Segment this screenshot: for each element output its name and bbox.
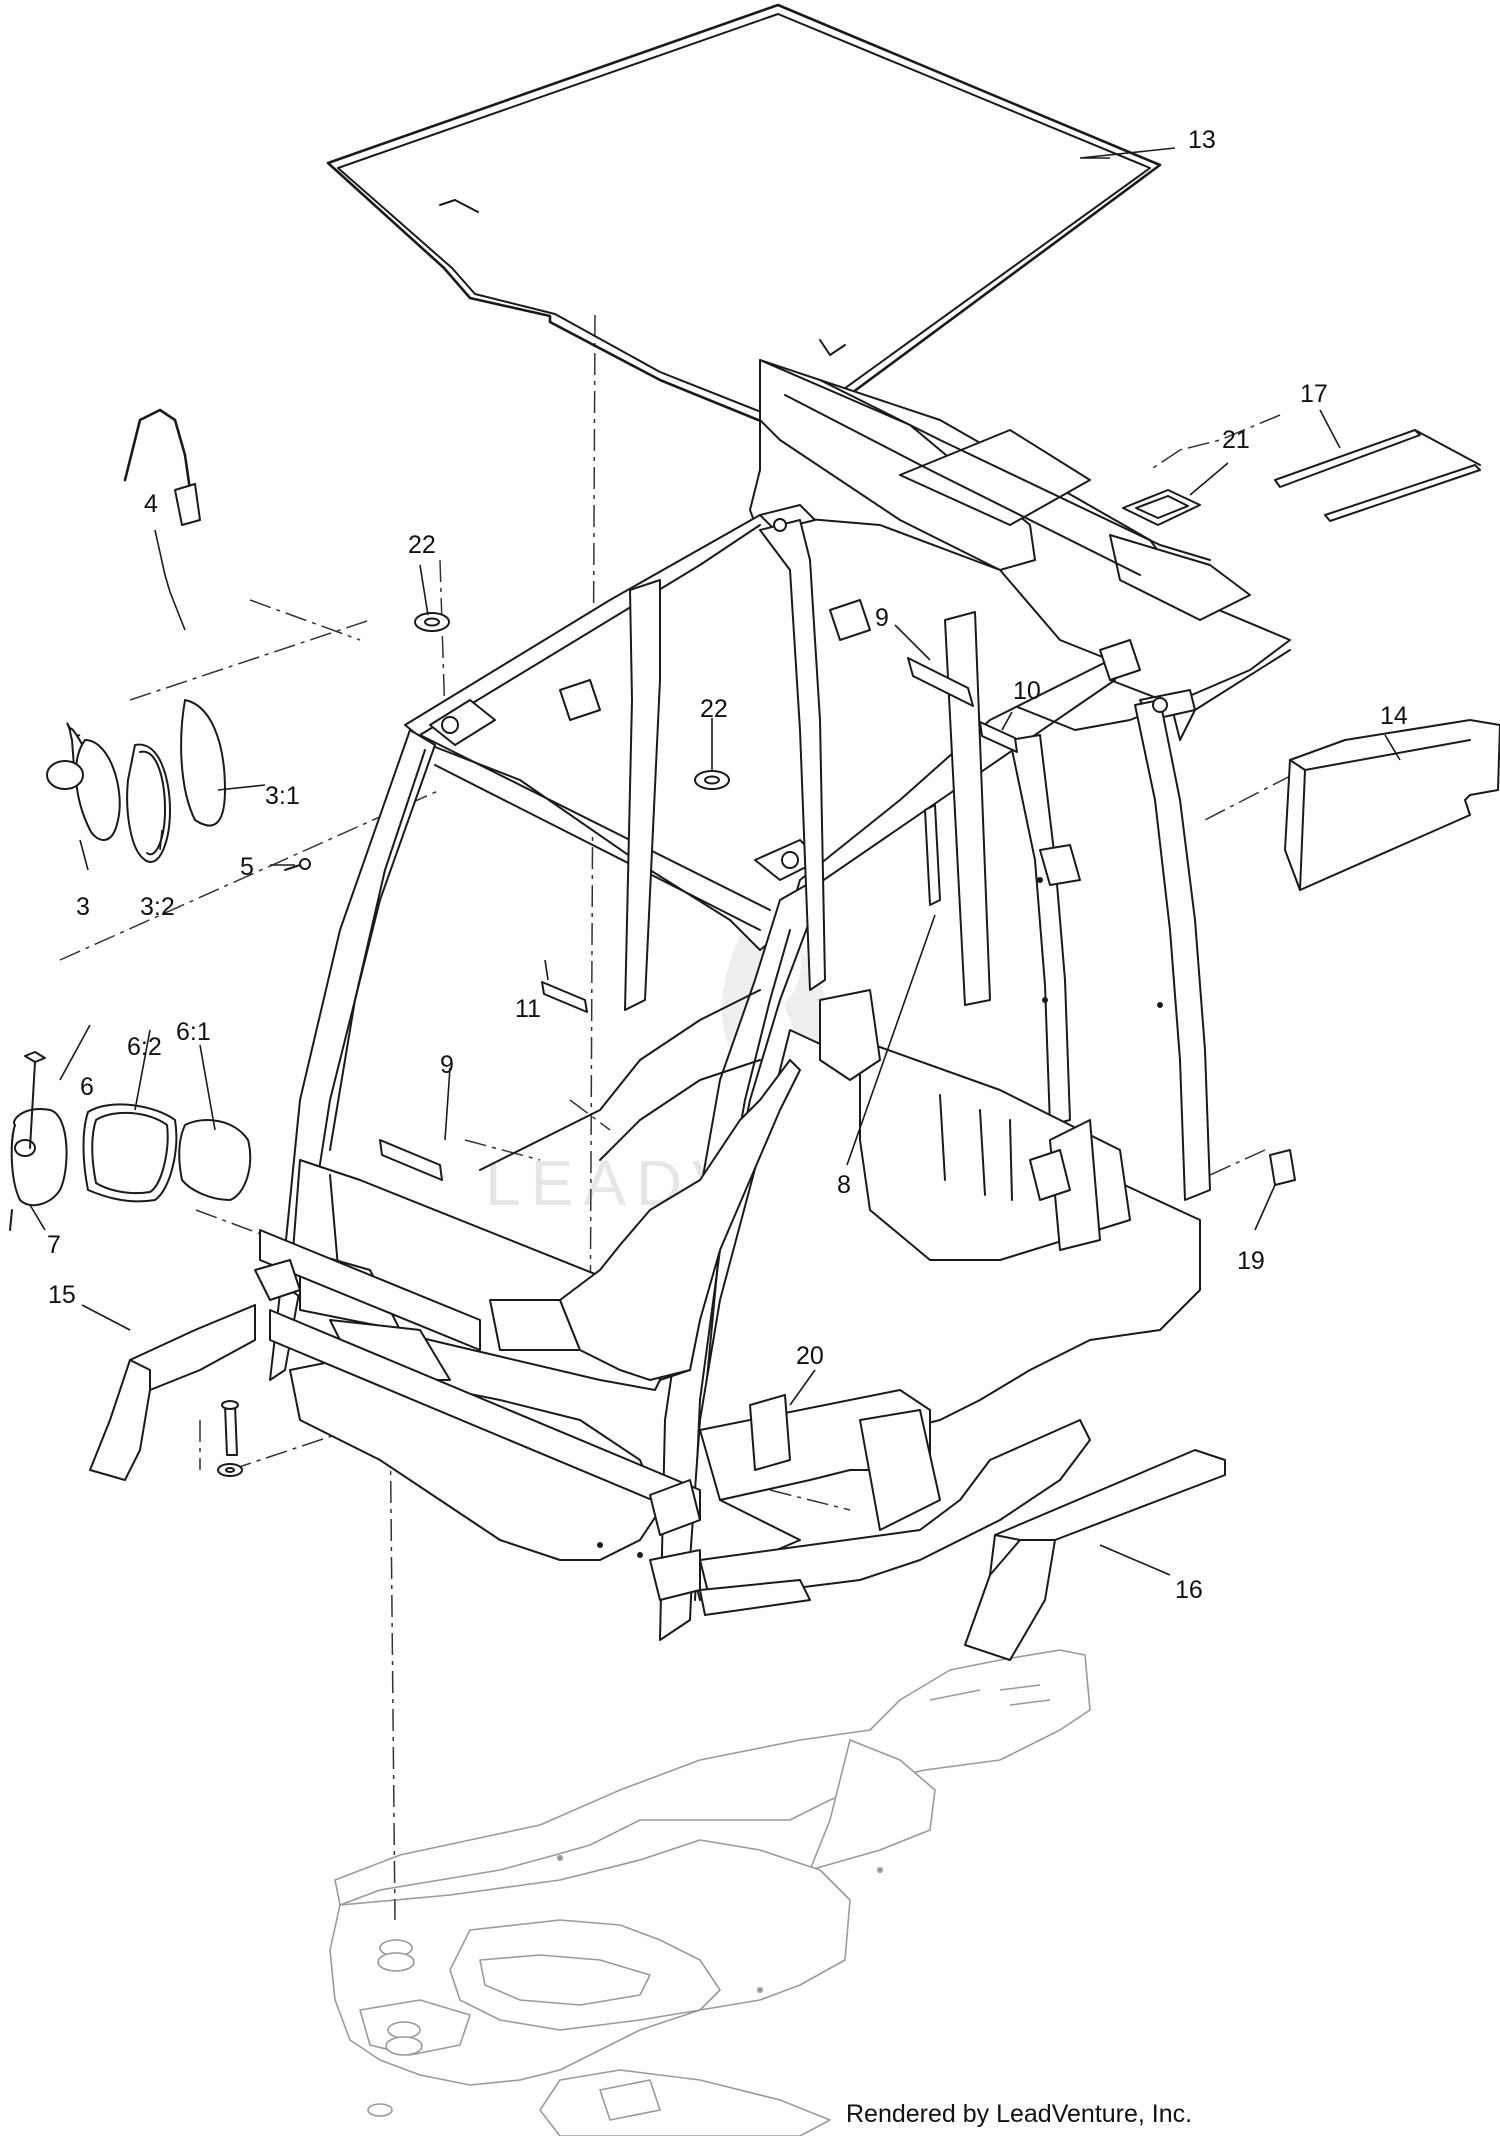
callout-19: 19 — [1237, 1247, 1265, 1275]
render-credit: Rendered by LeadVenture, Inc. — [846, 2100, 1193, 2128]
callout-13: 13 — [1188, 126, 1216, 154]
part-13-seal — [326, 3, 1162, 437]
callout-6-2: 6:2 — [127, 1033, 162, 1061]
part-21-grommet — [1122, 489, 1201, 526]
callout-20: 20 — [796, 1342, 824, 1370]
callout-10: 10 — [1013, 677, 1041, 705]
callout-3-1: 3:1 — [265, 782, 300, 810]
callout-21: 21 — [1222, 426, 1250, 454]
mirror-assembly-3 — [46, 408, 226, 863]
mirror-assembly-6 — [9, 1051, 252, 1231]
part-16-trim — [964, 1449, 1226, 1661]
callout-labels: 13 17 21 4 22 9 10 22 14 3:1 3 3:2 5 11 … — [47, 126, 1408, 1604]
callout-15: 15 — [48, 1281, 76, 1309]
part-5-screw — [284, 858, 311, 871]
callout-3-2: 3:2 — [140, 893, 175, 921]
callout-7: 7 — [47, 1231, 61, 1259]
callout-11: 11 — [515, 995, 541, 1023]
callout-6-1: 6:1 — [176, 1018, 211, 1046]
leader-lines — [29, 147, 1401, 1576]
decals — [379, 657, 1296, 1471]
callout-22-lower: 22 — [700, 695, 728, 723]
part-15-trim — [89, 1304, 256, 1481]
part-22-washers — [414, 612, 730, 790]
bolt-and-washer — [217, 1400, 243, 1477]
callout-9-upper: 9 — [875, 604, 889, 632]
part-17-strip — [1274, 429, 1481, 522]
callout-14: 14 — [1380, 702, 1408, 730]
callout-4: 4 — [144, 490, 158, 518]
callout-16: 16 — [1175, 1576, 1203, 1604]
callout-5: 5 — [240, 853, 254, 881]
callout-3: 3 — [76, 893, 90, 921]
callout-17: 17 — [1300, 380, 1328, 408]
cab-frame — [254, 359, 1291, 1641]
callout-9-lower: 9 — [440, 1051, 454, 1079]
part-14-trim — [1284, 719, 1500, 891]
callout-8: 8 — [837, 1171, 851, 1199]
callout-6: 6 — [80, 1073, 94, 1101]
callout-22-upper: 22 — [408, 531, 436, 559]
seat-platform-reference — [329, 1649, 1091, 2136]
